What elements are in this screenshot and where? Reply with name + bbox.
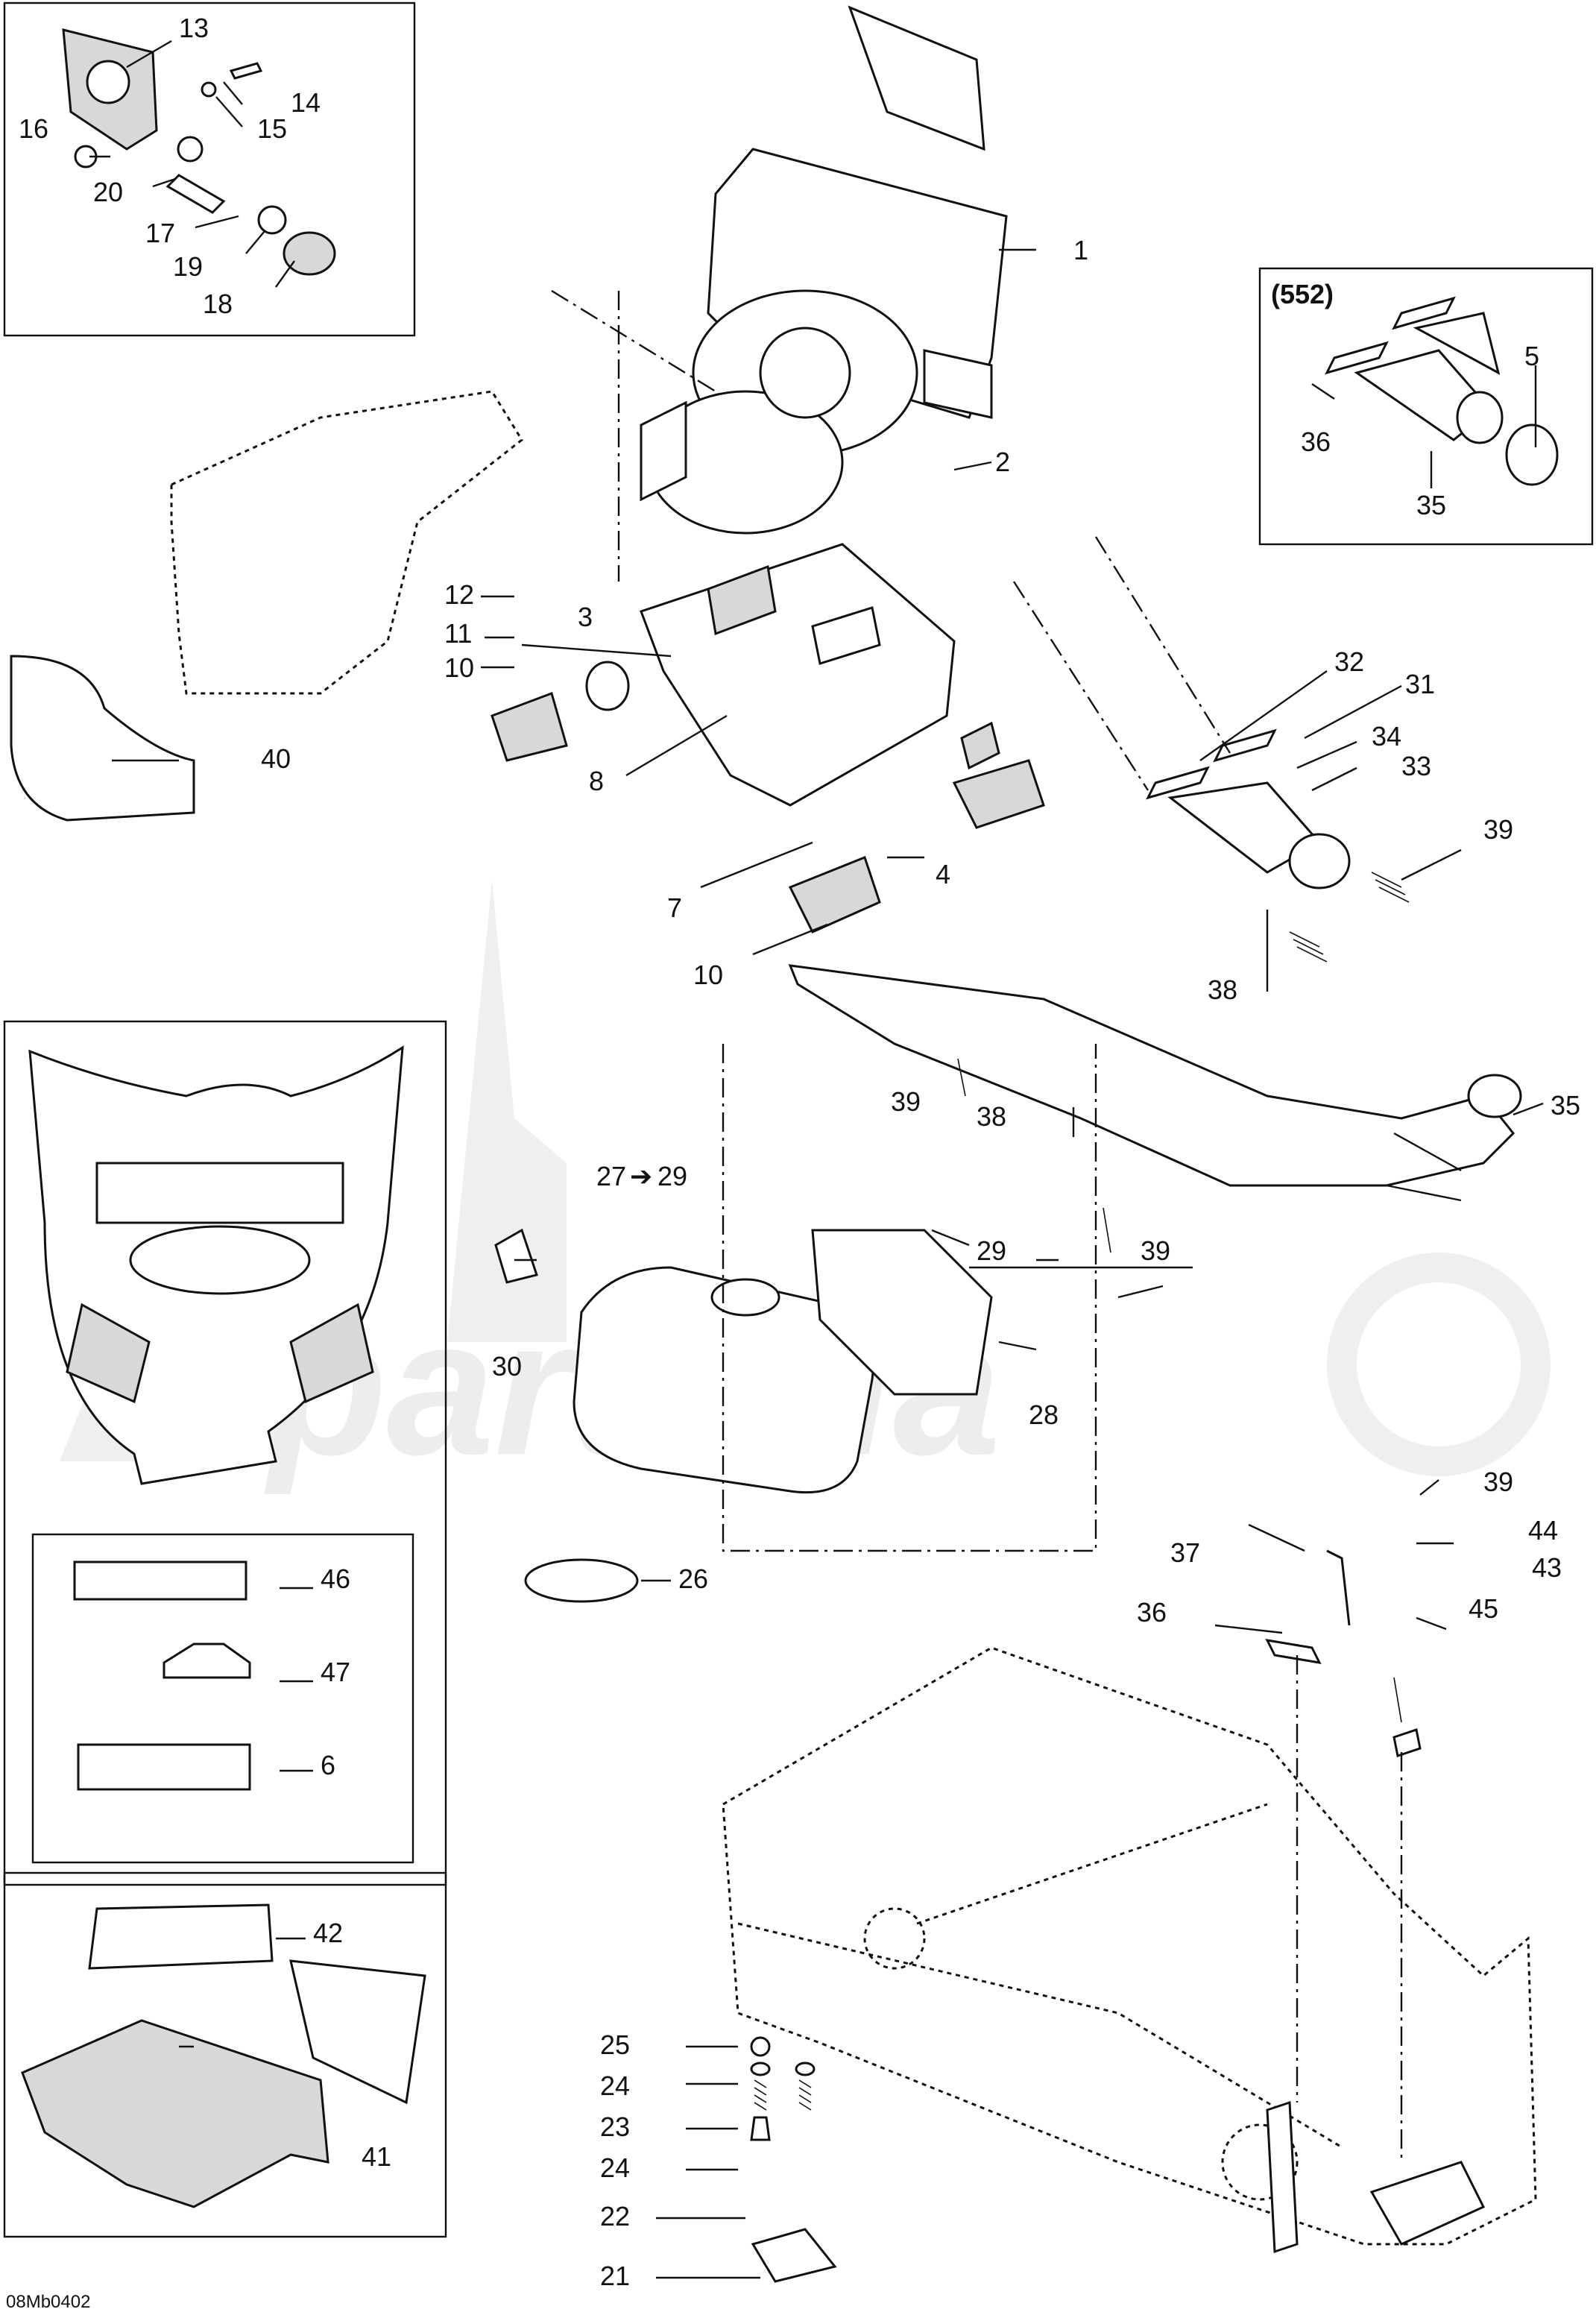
callout-34: 34 bbox=[1372, 721, 1401, 752]
callout-1: 1 bbox=[1073, 235, 1088, 265]
callout-4: 4 bbox=[936, 859, 950, 889]
callout-33: 33 bbox=[1401, 751, 1431, 781]
callout-31: 31 bbox=[1405, 669, 1435, 699]
callout-39-upper: 39 bbox=[1483, 814, 1513, 845]
callout-10-upper: 10 bbox=[444, 652, 474, 683]
callout-37: 37 bbox=[1170, 1537, 1200, 1568]
callout-18: 18 bbox=[203, 289, 233, 319]
callout-17: 17 bbox=[145, 218, 175, 248]
callout-10-lower: 10 bbox=[693, 960, 723, 990]
callout-25: 25 bbox=[600, 2029, 630, 2060]
callout-3: 3 bbox=[578, 602, 593, 632]
diagram-code: 08Mb0402 bbox=[6, 2292, 90, 2312]
hood-outline bbox=[10, 390, 523, 822]
exhaust-system bbox=[788, 728, 1522, 1187]
callout-2: 2 bbox=[995, 447, 1010, 477]
callout-24-lower: 24 bbox=[600, 2152, 630, 2183]
callout-36-inset: 36 bbox=[1301, 426, 1331, 457]
callout-46: 46 bbox=[321, 1563, 350, 1594]
callout-47: 47 bbox=[321, 1657, 350, 1687]
damper-assembly bbox=[750, 2036, 837, 2283]
callout-26: 26 bbox=[678, 1563, 708, 1594]
callout-8: 8 bbox=[589, 766, 604, 796]
callout-38-pipe: 38 bbox=[977, 1101, 1006, 1132]
inset-bracket-hardware bbox=[3, 1, 416, 337]
callout-7: 7 bbox=[667, 892, 682, 923]
callout-21: 21 bbox=[600, 2261, 630, 2291]
callout-5: 5 bbox=[1524, 341, 1539, 371]
callout-39-pipe: 39 bbox=[891, 1086, 921, 1117]
inset-552-manifold bbox=[1258, 267, 1594, 546]
callout-12: 12 bbox=[444, 579, 474, 610]
inset-hood bbox=[3, 1020, 447, 1886]
callout-45: 45 bbox=[1469, 1593, 1498, 1624]
callout-23: 23 bbox=[600, 2111, 630, 2142]
springs-hardware bbox=[957, 872, 1422, 1757]
callout-40: 40 bbox=[261, 743, 291, 774]
callout-44: 44 bbox=[1528, 1515, 1558, 1546]
callout-20: 20 bbox=[93, 177, 123, 207]
callout-22: 22 bbox=[600, 2201, 630, 2231]
callout-28: 28 bbox=[1029, 1399, 1059, 1430]
engine-mount-plate bbox=[491, 543, 1045, 933]
callout-42: 42 bbox=[313, 1918, 343, 1948]
callout-15: 15 bbox=[257, 113, 287, 144]
callout-27: 27 bbox=[596, 1161, 626, 1191]
callout-27-arrow: ➔ bbox=[630, 1161, 652, 1191]
callout-11: 11 bbox=[444, 618, 472, 649]
inset-belly-pan bbox=[3, 1871, 447, 2238]
callout-labels: 13 14 15 16 20 17 19 18 1 2 12 3 11 10 8… bbox=[6, 13, 1580, 2312]
callout-41: 41 bbox=[362, 2141, 391, 2172]
callout-16: 16 bbox=[19, 113, 48, 144]
callout-35-pipe: 35 bbox=[1551, 1090, 1580, 1121]
callout-29: 29 bbox=[977, 1235, 1006, 1266]
callout-29-range: 29 bbox=[657, 1161, 687, 1191]
callout-39-lower: 39 bbox=[1483, 1467, 1513, 1497]
engine-assembly bbox=[640, 5, 1008, 535]
callout-39-muffler: 39 bbox=[1141, 1235, 1170, 1266]
callout-32: 32 bbox=[1334, 646, 1364, 677]
callout-6: 6 bbox=[321, 1750, 335, 1780]
callout-13: 13 bbox=[179, 13, 209, 43]
callout-43: 43 bbox=[1532, 1552, 1562, 1583]
chassis-frame bbox=[722, 1646, 1537, 2254]
callout-36-frame: 36 bbox=[1137, 1597, 1167, 1628]
callout-552-variant: (552) bbox=[1271, 279, 1334, 309]
callout-30: 30 bbox=[492, 1351, 522, 1382]
callout-24-upper: 24 bbox=[600, 2070, 630, 2101]
callout-38-upper: 38 bbox=[1208, 974, 1237, 1005]
callout-14: 14 bbox=[291, 87, 321, 118]
callout-19: 19 bbox=[173, 251, 203, 282]
leader-lines bbox=[89, 40, 1544, 2279]
callout-35-inset: 35 bbox=[1416, 490, 1446, 520]
